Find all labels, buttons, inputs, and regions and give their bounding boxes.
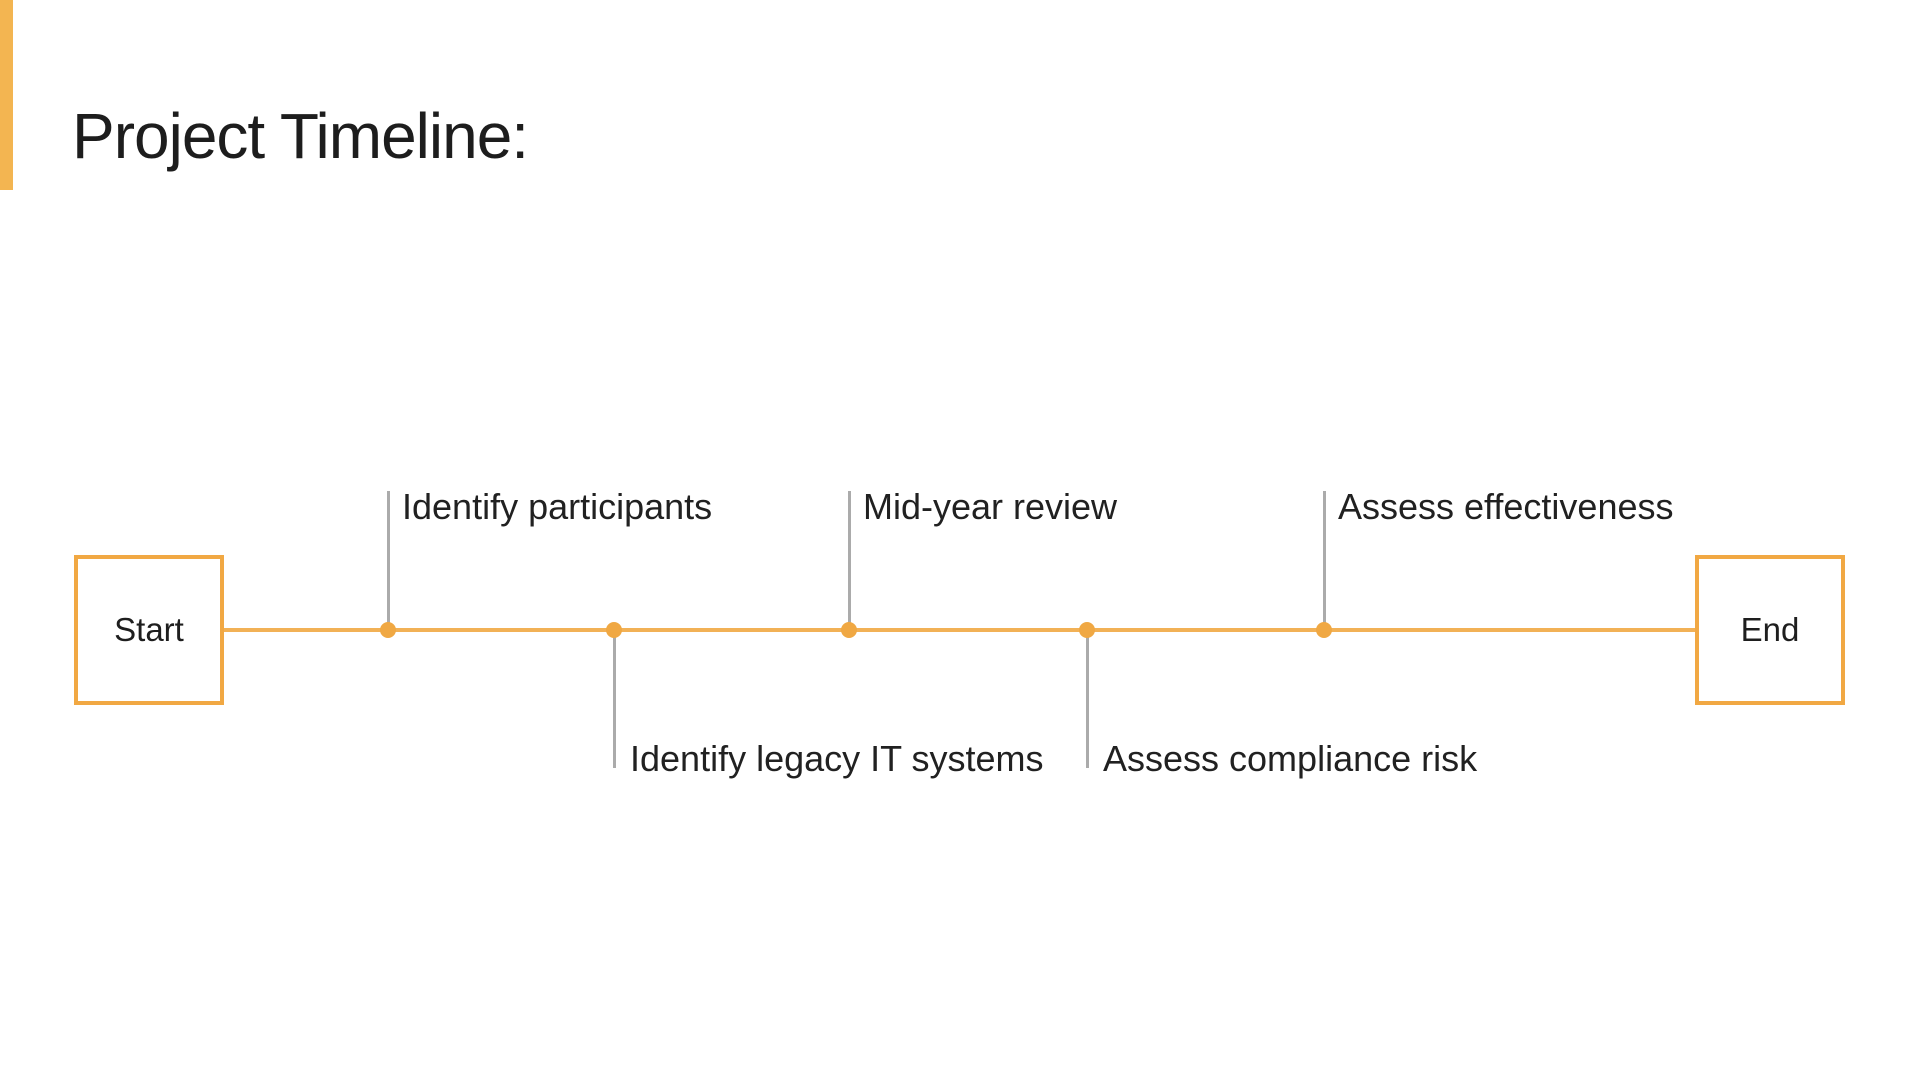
milestone-label: Identify participants bbox=[402, 486, 713, 527]
milestone-stem bbox=[387, 491, 390, 630]
milestone-dot bbox=[606, 622, 622, 638]
milestone-stem bbox=[848, 491, 851, 630]
milestone-label: Mid-year review bbox=[863, 486, 1118, 527]
milestone-dot bbox=[380, 622, 396, 638]
milestone-label: Assess effectiveness bbox=[1338, 486, 1674, 527]
start-label: Start bbox=[114, 611, 184, 648]
milestone-stem bbox=[1323, 491, 1326, 630]
end-label: End bbox=[1740, 611, 1800, 648]
milestone-stem bbox=[613, 630, 616, 768]
title-accent-bar bbox=[0, 0, 13, 190]
milestone-stem bbox=[1086, 630, 1089, 768]
timeline-end-box: End bbox=[1695, 555, 1845, 705]
timeline-line bbox=[224, 628, 1695, 632]
milestone-dot bbox=[1316, 622, 1332, 638]
timeline-start-box: Start bbox=[74, 555, 224, 705]
milestone-dot bbox=[1079, 622, 1095, 638]
milestone-label: Assess compliance risk bbox=[1103, 738, 1478, 779]
page-title: Project Timeline: bbox=[72, 99, 529, 172]
milestone-label: Identify legacy IT systems bbox=[630, 738, 1044, 779]
milestone-dot bbox=[841, 622, 857, 638]
